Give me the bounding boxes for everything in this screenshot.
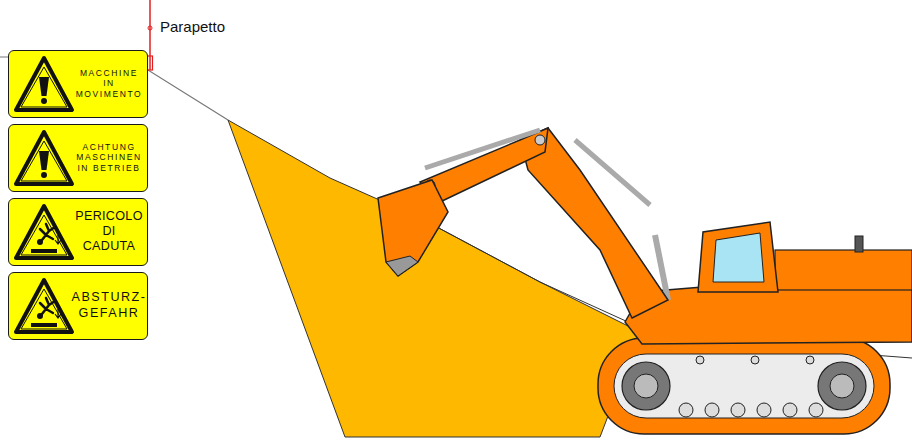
track-inner — [614, 354, 874, 418]
drive-wheel — [818, 362, 866, 410]
pivot — [535, 135, 545, 145]
warning-sign: PERICOLO DI CADUTA — [8, 198, 148, 266]
bucket — [378, 180, 448, 276]
sign-text: ACHTUNG MASCHINEN IN BETRIEB — [75, 142, 143, 173]
track — [598, 338, 890, 434]
parapet-base — [148, 56, 153, 70]
bucket-cylinder — [425, 130, 540, 168]
boom — [520, 128, 668, 318]
sign-text-area: MACCHINE IN MOVIMENTO — [75, 54, 143, 113]
slope-line — [420, 218, 912, 358]
roller — [705, 403, 719, 417]
roller — [783, 403, 797, 417]
warning-sign: ABSTURZ- GEFAHR — [8, 272, 148, 340]
warning-sign: ACHTUNG MASCHINEN IN BETRIEB — [8, 124, 148, 192]
bucket-teeth — [386, 256, 418, 276]
sign-text: MACCHINE IN MOVIMENTO — [75, 68, 143, 99]
carrier-roller — [696, 356, 704, 364]
idler-wheel — [622, 362, 670, 410]
cab — [698, 222, 778, 292]
warning-triangle-icon — [13, 277, 75, 335]
cab-window — [713, 233, 764, 282]
sign-text: PERICOLO DI CADUTA — [75, 209, 143, 254]
part-label: Parapetto — [158, 18, 227, 35]
carrier-roller — [806, 356, 814, 364]
exhaust — [855, 236, 863, 252]
engine-cover — [775, 250, 912, 290]
warning-triangle-icon — [13, 55, 75, 113]
sign-text-area: ACHTUNG MASCHINEN IN BETRIEB — [75, 128, 143, 187]
drive-hub — [830, 374, 854, 398]
sign-text: ABSTURZ- GEFAHR — [72, 290, 147, 320]
roller — [731, 403, 745, 417]
warning-sign: MACCHINE IN MOVIMENTO — [8, 50, 148, 118]
carrier-roller — [751, 356, 759, 364]
parapet-post — [149, 0, 151, 70]
roller — [757, 403, 771, 417]
arm-cylinder — [575, 140, 650, 205]
roller — [679, 403, 693, 417]
warning-triangle-icon — [13, 203, 75, 261]
sign-text-area: PERICOLO DI CADUTA — [75, 202, 143, 261]
idler-hub — [634, 374, 658, 398]
roller — [809, 403, 823, 417]
sign-text-area: ABSTURZ- GEFAHR — [75, 276, 143, 335]
warning-triangle-icon — [13, 129, 75, 187]
arm — [420, 128, 548, 202]
track-rollers — [679, 356, 823, 417]
leader-dot — [148, 26, 152, 30]
